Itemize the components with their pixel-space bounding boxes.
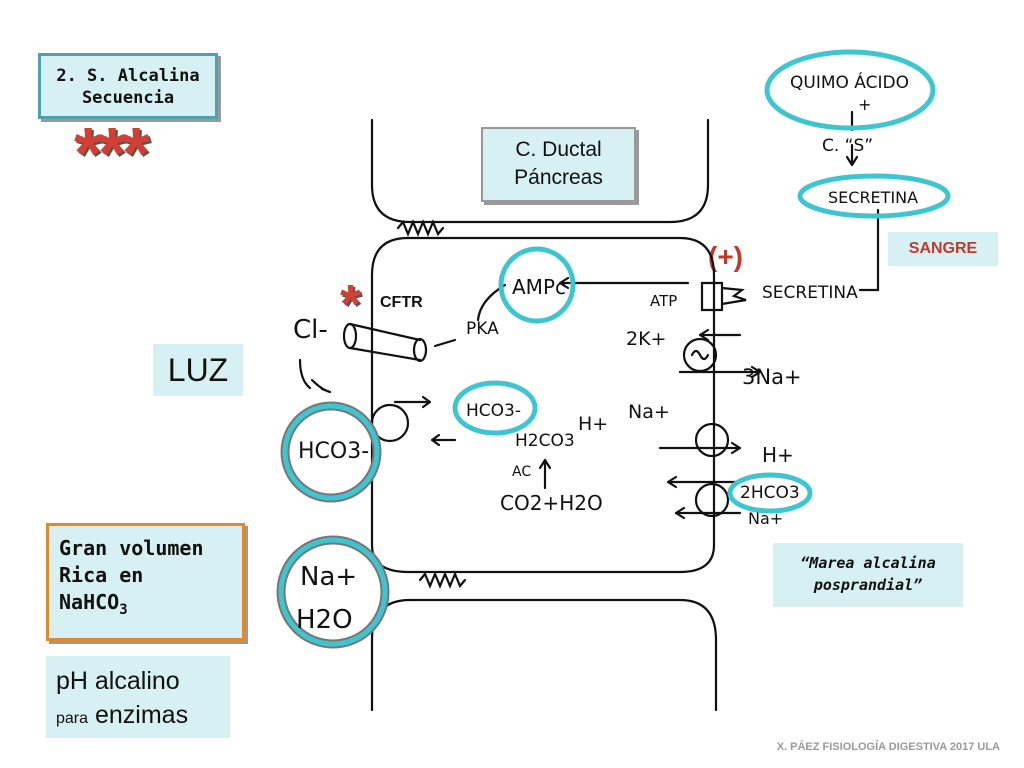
na3-label: 3Na+ <box>742 365 802 389</box>
quimo-highlight <box>764 49 936 131</box>
ac-label: AC <box>512 464 531 480</box>
secretin-receptor <box>700 281 724 312</box>
hco3-cell-highlight <box>452 380 538 436</box>
lumen-hco3-highlight <box>282 403 380 501</box>
atp-label: ATP <box>650 292 677 310</box>
lower-cell-outline <box>370 598 718 712</box>
seq-plus: + <box>858 95 871 114</box>
ph-line2-small: para <box>56 710 89 727</box>
hco3-cell-label: HCO3- <box>466 401 521 421</box>
ph-line2-rest: enzimas <box>88 701 189 729</box>
secretina-highlight <box>797 173 951 219</box>
cftr-star-mark: * <box>340 274 362 334</box>
h-right-label: H+ <box>762 443 794 467</box>
gran-line1: Gran volumen <box>59 536 204 560</box>
ductal-line2: Páncreas <box>514 166 603 189</box>
na-label: Na+ <box>628 401 670 423</box>
title-box: 2. S. Alcalina Secuencia <box>38 53 218 119</box>
lumen-nah2o-highlight <box>278 537 388 647</box>
marea-line2: posprandial” <box>813 576 923 594</box>
title-line1: 2. S. Alcalina <box>56 66 200 86</box>
sangre-label: SANGRE <box>888 232 998 266</box>
ductal-box: C. Ductal Páncreas <box>481 127 636 202</box>
gran-line3-main: NaHCO <box>59 590 120 614</box>
seq-quimo: QUIMO ÁCIDO <box>790 71 909 93</box>
cftr-label: CFTR <box>380 294 423 311</box>
ductal-line1: C. Ductal <box>515 138 602 161</box>
main-cell-outline <box>370 236 716 574</box>
gran-volumen-box: Gran volumen Rica en NaHCO3 <box>46 523 245 641</box>
na-h-exchanger <box>694 422 730 458</box>
receptor-secretina: SECRETINA <box>762 283 858 303</box>
gran-line3-sub: 3 <box>119 602 128 618</box>
lumen-h2o-label: H2O <box>296 605 353 635</box>
lumen-hco3-label: HCO3- <box>298 439 369 464</box>
h2co3-label: H2CO3 <box>515 431 575 451</box>
cftr-channel-body <box>348 322 422 362</box>
na-bottom-label: Na+ <box>748 509 783 528</box>
ph-line2: para enzimas <box>56 698 230 736</box>
seq-secretina: SECRETINA <box>828 188 918 207</box>
footer-credit: X. PÁEZ FISIOLOGÍA DIGESTIVA 2017 ULA <box>776 741 1000 753</box>
tight-junction-bottom <box>418 571 467 589</box>
hco3-2-label: 2HCO3 <box>740 483 800 503</box>
co2-label: CO2+H2O <box>500 491 603 515</box>
h-cell-label: H+ <box>578 413 608 435</box>
ph-box: pH alcalino para enzimas <box>46 656 230 738</box>
upper-cell-outline <box>370 118 710 224</box>
lumen-na-label: Na+ <box>300 562 357 592</box>
ampc-highlight <box>498 246 576 324</box>
title-line2: Secuencia <box>81 88 175 108</box>
gran-line2: Rica en <box>59 563 144 587</box>
gran-line3: NaHCO3 <box>59 589 242 624</box>
marea-box: “Marea alcalina posprandial” <box>773 543 963 607</box>
cl-label: Cl- <box>293 315 328 345</box>
asterisks-mark: *** <box>74 114 150 194</box>
ampc-label: AMPc <box>512 275 566 299</box>
k-label: 2K+ <box>626 328 666 350</box>
cftr-channel-end <box>342 322 358 350</box>
pka-label: PKA <box>466 319 499 339</box>
seq-c-s: C. “S” <box>822 136 873 156</box>
marea-line1: “Marea alcalina <box>800 554 936 572</box>
tight-junction-top <box>396 219 445 237</box>
hco3-basolateral-highlight <box>727 472 813 514</box>
luz-label: LUZ <box>153 344 243 396</box>
ph-line1: pH alcalino <box>56 667 180 695</box>
na-hco3-cotransporter <box>694 482 730 518</box>
